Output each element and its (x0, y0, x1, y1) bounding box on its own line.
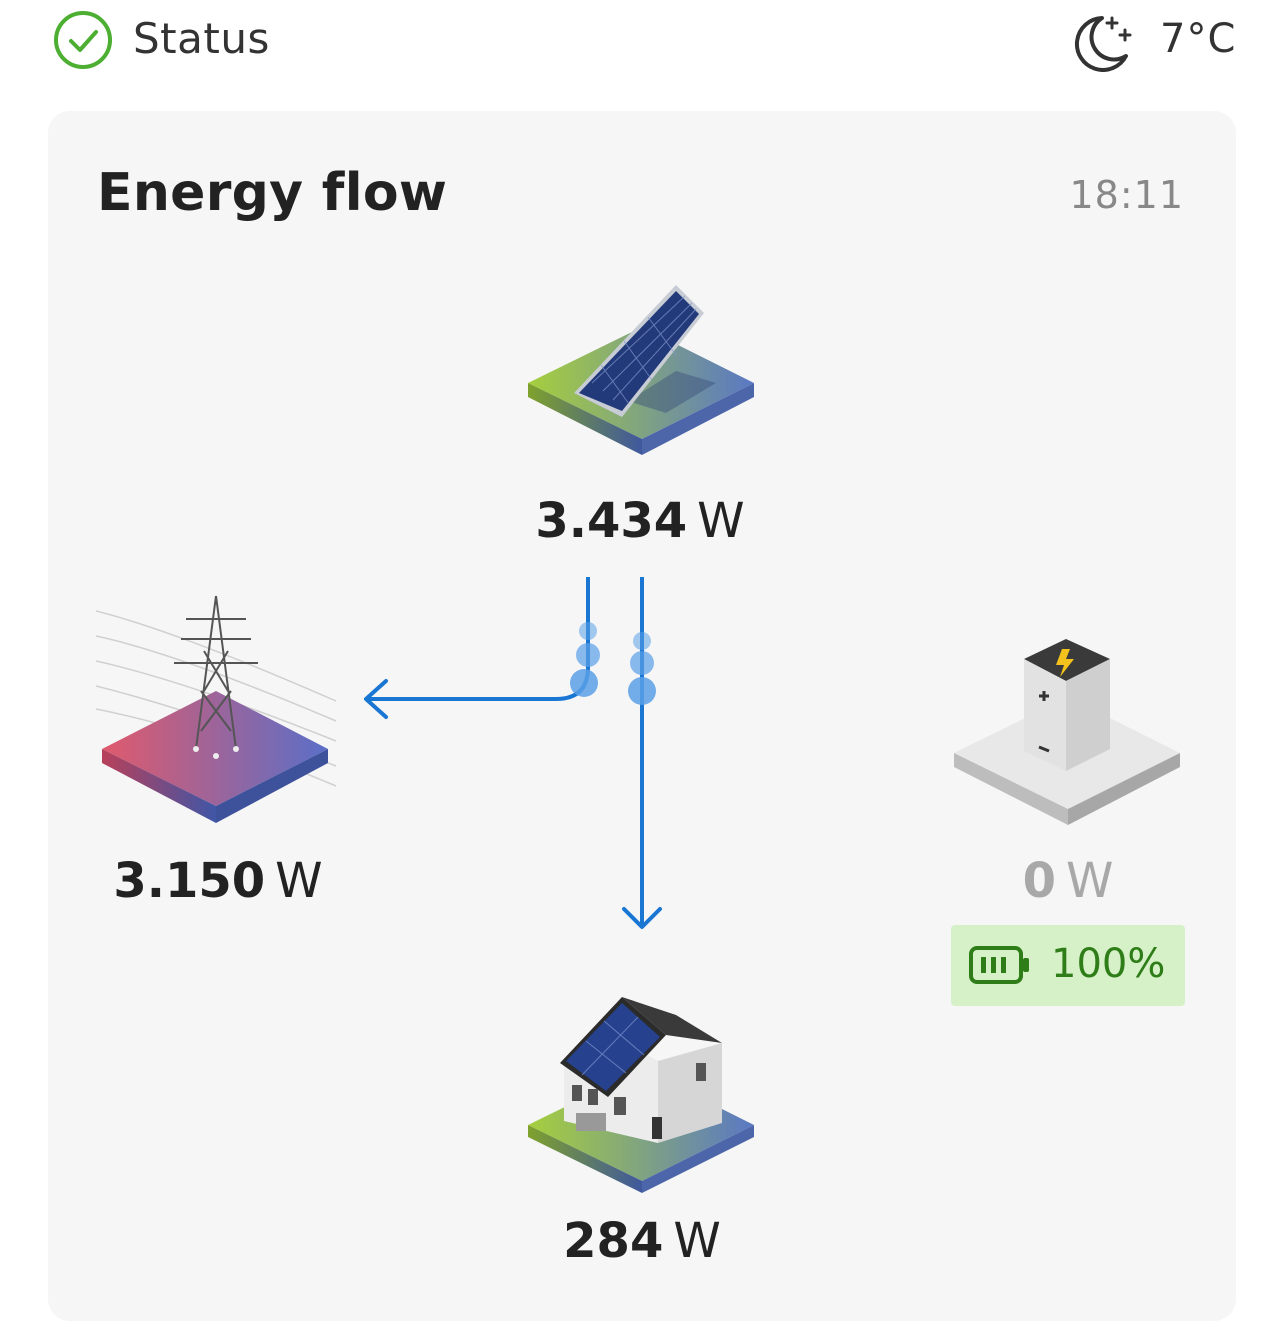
battery-full-icon (969, 946, 1029, 984)
card-title: Energy flow (97, 163, 448, 223)
battery-power-unit: W (1065, 853, 1114, 909)
battery-charge-badge: 100% (951, 925, 1185, 1006)
flow-dot (579, 622, 597, 640)
flow-dot (628, 677, 656, 705)
flow-dot (576, 643, 600, 667)
battery-storage-icon[interactable] (952, 633, 1184, 833)
flow-arrow-grid (364, 679, 388, 719)
power-pylon-icon[interactable] (96, 591, 338, 831)
pv-power-number: 3.434 (535, 493, 688, 549)
status-label[interactable]: Status (133, 14, 270, 63)
grid-power-number: 3.150 (113, 853, 266, 909)
battery-charge-percent: 100% (1051, 941, 1166, 987)
home-power-unit: W (673, 1213, 721, 1269)
house-icon[interactable] (526, 993, 758, 1193)
grid-power-unit: W (275, 853, 323, 909)
battery-power-number: 0 (1022, 853, 1056, 909)
flow-arrow-home (622, 907, 662, 929)
flow-dot (570, 669, 598, 697)
pv-power-unit: W (697, 493, 745, 549)
flow-dot (633, 632, 651, 650)
solar-panel-icon[interactable] (526, 283, 758, 468)
home-power-number: 284 (563, 1213, 664, 1269)
status-bar: Status 7°C (0, 0, 1284, 90)
flow-dot (630, 651, 654, 675)
temperature: 7°C (1160, 16, 1237, 62)
card-time: 18:11 (1069, 173, 1184, 217)
flow-line-pv-to-grid (368, 577, 590, 701)
moon-stars-icon (1075, 16, 1132, 72)
check-circle-icon (54, 11, 112, 69)
